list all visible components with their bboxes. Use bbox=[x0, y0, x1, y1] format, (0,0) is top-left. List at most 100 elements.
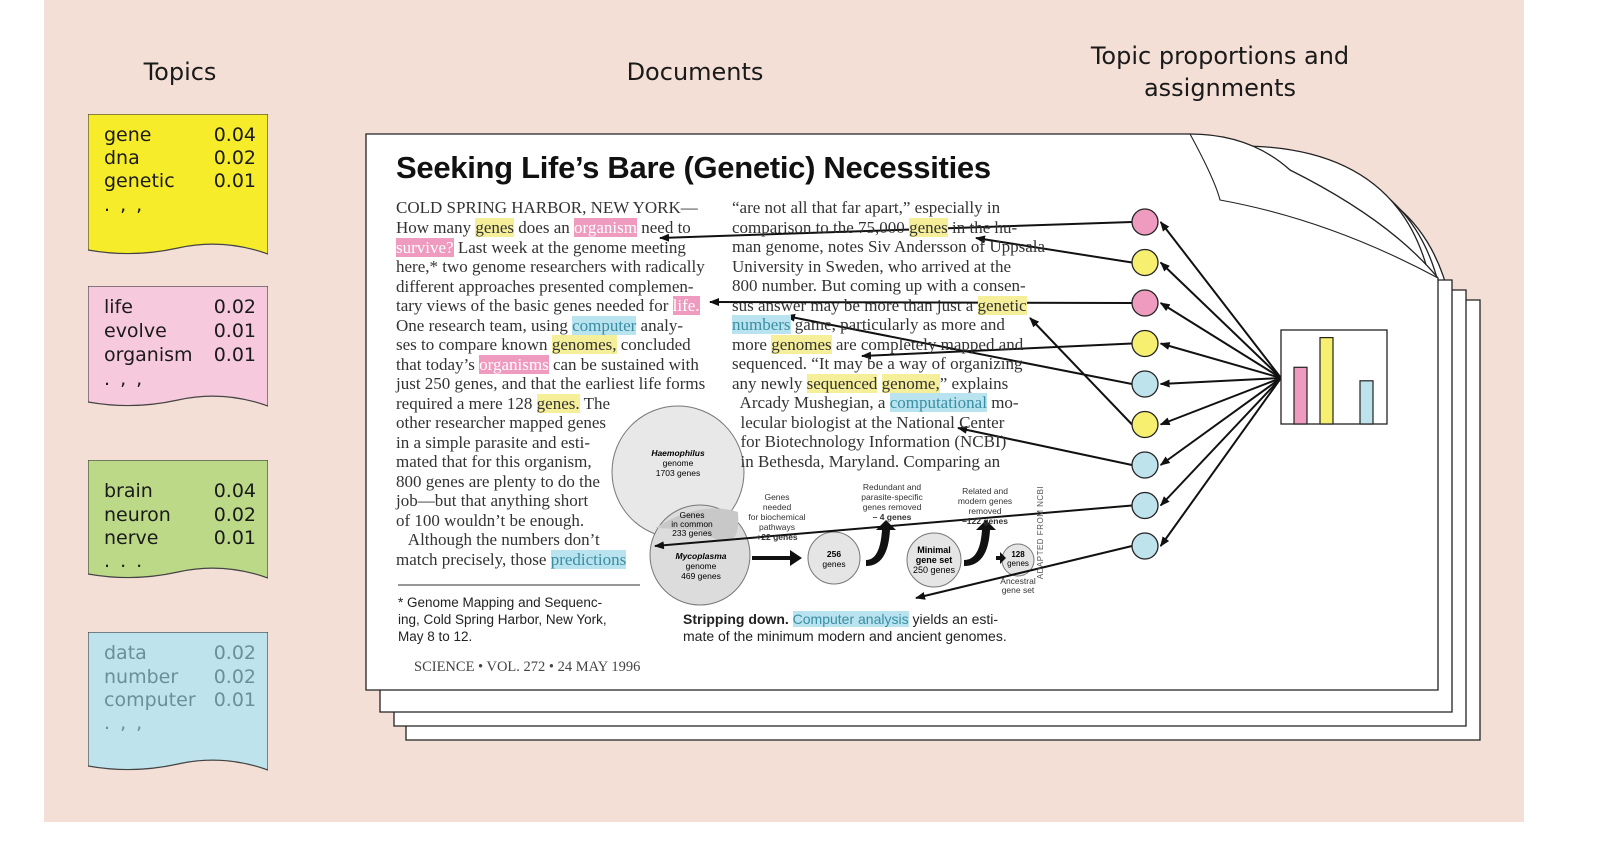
article-text: need to bbox=[636, 218, 691, 237]
article-line: survive? Last week at the genome meeting bbox=[396, 237, 708, 258]
article-text: does an bbox=[514, 218, 575, 237]
topic-word: neuron bbox=[104, 504, 171, 526]
topic-highlight-word: genome, bbox=[881, 373, 940, 393]
minimal-label: Minimal gene set 250 genes bbox=[912, 545, 956, 575]
article-line: tary views of the basic genes needed for… bbox=[396, 296, 708, 316]
histogram-bar-blue bbox=[1359, 380, 1374, 425]
topic-word: dna bbox=[104, 147, 140, 169]
article-text: in a simple parasite and esti- bbox=[396, 432, 591, 452]
topic-prob: 0.02 bbox=[213, 296, 256, 318]
article-text: that today’s bbox=[396, 354, 480, 374]
figure-credit: ADAPTED FROM NCBI bbox=[1036, 485, 1046, 580]
article-text: in Bethesda, Maryland. Comparing an bbox=[732, 451, 1001, 471]
word-assignment-arrow bbox=[659, 221, 1133, 242]
minimal-circle bbox=[906, 532, 962, 588]
article-text: lecular biologist at the National Center bbox=[732, 412, 1005, 432]
topic-highlight-word: genomes, bbox=[551, 335, 617, 354]
article-line: job—but that anything short bbox=[396, 491, 708, 511]
topic-word: gene bbox=[104, 124, 152, 146]
article-line: just 250 genes, and that the earliest li… bbox=[396, 374, 708, 394]
topic-prob: 0.04 bbox=[213, 124, 256, 146]
article-text: One research team, using bbox=[396, 315, 573, 335]
document-page-front bbox=[365, 133, 1439, 691]
c128-label: 128 genes bbox=[1007, 550, 1029, 568]
related-label: Related and modern genes removed –122 ge… bbox=[957, 486, 1013, 526]
topic-prob: 0.02 bbox=[213, 504, 256, 526]
topic-highlight-word: organisms bbox=[479, 354, 549, 374]
word-assignment-arrow bbox=[709, 298, 1133, 307]
article-text: mo- bbox=[986, 393, 1019, 412]
topic-highlight-word: predictions bbox=[550, 549, 627, 569]
topics-header: Topics bbox=[143, 58, 217, 86]
article-line: match precisely, those predictions bbox=[396, 549, 708, 570]
topic-prob: 0.01 bbox=[213, 689, 256, 711]
process-arrow-3 bbox=[964, 520, 996, 566]
word-assignment-arrow bbox=[785, 313, 1133, 385]
article-text: match precisely, those bbox=[396, 549, 551, 569]
article-line: other researcher mapped genes bbox=[396, 413, 708, 433]
topic-prob: 0.02 bbox=[213, 666, 256, 688]
caption-highlight: Computer analysis bbox=[792, 611, 909, 627]
topic-word: data bbox=[104, 642, 147, 664]
topic-word: evolve bbox=[104, 320, 167, 342]
c256-label: 256 genes bbox=[822, 549, 846, 569]
article-text: here,* two genome researchers with radic… bbox=[396, 257, 705, 276]
topic-prob: 0.01 bbox=[213, 170, 256, 192]
article-text: can be sustained with bbox=[548, 354, 699, 374]
haemophilus-label: Haemophilus genome 1703 genes bbox=[651, 448, 705, 478]
documents-header: Documents bbox=[626, 58, 764, 86]
topic-highlight-word: survive? bbox=[396, 237, 454, 257]
assignment-arrow bbox=[1159, 377, 1282, 466]
topic-highlight-word: genes. bbox=[536, 393, 580, 413]
topic-highlight-word: life. bbox=[672, 296, 700, 315]
assignment-arrow bbox=[1159, 342, 1282, 379]
article-line: sequenced. “It may be a way of organizin… bbox=[732, 354, 1044, 374]
assignment-arrow bbox=[1159, 302, 1282, 379]
word-assignment-arrow bbox=[975, 235, 1133, 264]
article-text: for Biotechnology Information (NCBI) bbox=[732, 432, 1007, 451]
article-line: lecular biologist at the National Center bbox=[732, 413, 1044, 433]
topic-highlight-word: computational bbox=[889, 393, 987, 412]
common-overlap bbox=[655, 508, 739, 542]
article-line: 800 number. But coming up with a consen- bbox=[732, 276, 1044, 296]
article-line: One research team, using computer analy- bbox=[396, 315, 708, 336]
article-line: University in Sweden, who arrived at the bbox=[732, 257, 1044, 277]
topic-prob: 0.04 bbox=[213, 480, 256, 502]
article-line: numbers game, particularly as more and bbox=[732, 315, 1044, 335]
article-text: sus answer may be more than just a bbox=[732, 295, 978, 315]
article-text: are completely mapped and bbox=[831, 334, 1024, 354]
topic-card-shape bbox=[88, 286, 268, 407]
page-fold bbox=[1189, 133, 1439, 279]
topic-ellipsis: . , , bbox=[104, 712, 145, 734]
assignment-arrow bbox=[1159, 377, 1282, 388]
word-assignment-arrow bbox=[861, 342, 1133, 360]
topic-highlight-word: organism bbox=[574, 218, 637, 237]
topic-word: organism bbox=[104, 344, 193, 366]
article-text: of 100 wouldn’t be enough. bbox=[396, 510, 585, 530]
topic-prob: 0.01 bbox=[213, 344, 256, 366]
article-text: Last week at the genome meeting bbox=[453, 237, 686, 257]
needed-label: Genes needed for biochemical pathways +2… bbox=[748, 492, 806, 542]
topic-ellipsis: . , , bbox=[104, 194, 145, 216]
article-text: game, particularly as more and bbox=[790, 315, 1005, 334]
topic-card-shape bbox=[88, 632, 268, 771]
common-label: Genes in common 233 genes bbox=[671, 510, 713, 538]
c256-circle bbox=[807, 531, 861, 585]
genome-figure bbox=[611, 405, 1035, 606]
topic-assignment-circle bbox=[1131, 370, 1159, 398]
topic-prob: 0.02 bbox=[213, 642, 256, 664]
article-text: concluded bbox=[616, 335, 691, 354]
article-text: 800 genes are plenty to do the bbox=[396, 471, 600, 491]
topic-prob: 0.02 bbox=[213, 147, 256, 169]
topic-word: number bbox=[104, 666, 179, 688]
article-text: job—but that anything short bbox=[396, 491, 589, 510]
article-title: Seeking Life’s Bare (Genetic) Necessitie… bbox=[396, 150, 991, 185]
article-line: “are not all that far apart,” especially… bbox=[732, 198, 1044, 218]
topic-highlight-word: genomes bbox=[771, 334, 832, 354]
article-text: in the hu- bbox=[947, 217, 1018, 237]
assignment-arrow bbox=[1159, 261, 1282, 379]
topic-highlight-word: genetic bbox=[977, 295, 1027, 315]
